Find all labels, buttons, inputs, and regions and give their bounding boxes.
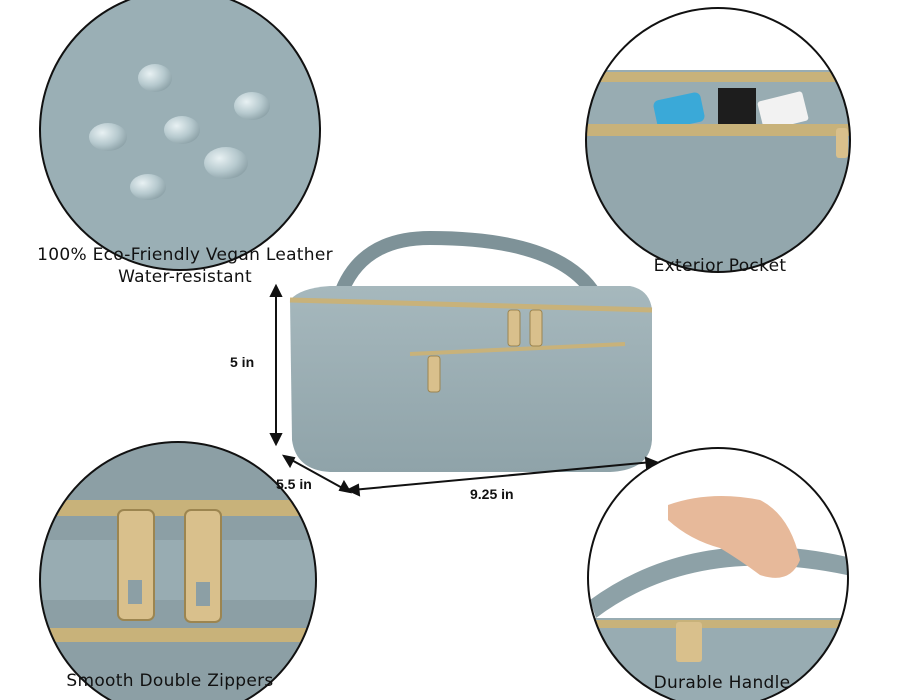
depth-dimension: 5.5 in [276,476,312,492]
zipper-pull [184,509,222,623]
material-feature-label: 100% Eco-Friendly Vegan Leather Water-re… [0,244,370,288]
zippers-feature-label: Smooth Double Zippers [66,671,274,691]
water-droplet [164,116,200,144]
zipper-pull [117,509,155,621]
double-zippers-circle [39,441,317,700]
water-droplet [138,64,172,92]
height-dimension: 5 in [230,354,255,370]
exterior-pocket-circle [585,7,851,273]
water-droplet [234,92,270,120]
leather-closeup-circle [39,0,321,271]
dimension-lines [269,283,659,497]
water-droplet [89,123,127,151]
water-droplet [130,174,166,200]
material-line-2: Water-resistant [118,267,252,287]
pocket-feature-label: Exterior Pocket [653,256,787,276]
water-droplet [204,147,248,179]
handle-feature-label: Durable Handle [653,673,791,693]
width-dimension: 9.25 in [470,486,514,502]
cosmetic-bag [289,230,653,472]
material-line-1: 100% Eco-Friendly Vegan Leather [37,245,333,265]
hand [668,496,800,578]
handle-circle [587,447,849,700]
bag-handle [333,230,602,303]
